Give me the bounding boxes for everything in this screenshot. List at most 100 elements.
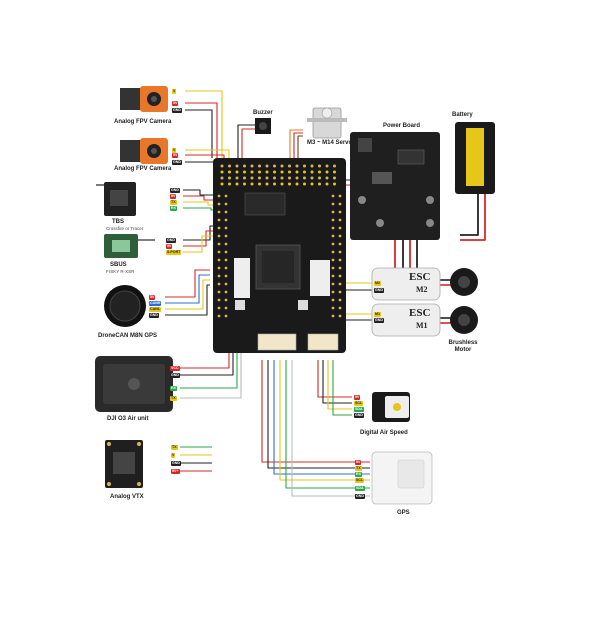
pin-tag-gps_uart-scl: SCL xyxy=(355,478,365,483)
fc-pad xyxy=(338,242,342,246)
fc-pad xyxy=(338,298,342,302)
fc-pad xyxy=(217,298,221,302)
esc-top-motor: M2 xyxy=(416,285,428,294)
tbs-receiver xyxy=(96,182,136,216)
label-buzzer: Buzzer xyxy=(253,110,273,116)
label-analog-fpv-camera-2: Analog FPV Camera xyxy=(114,166,172,172)
fc-pad xyxy=(217,210,221,214)
analog-vtx xyxy=(105,440,143,488)
fc-pad xyxy=(273,170,276,174)
esc-top xyxy=(371,267,441,301)
pin-tag-gps_can-canl: CANL xyxy=(149,307,161,312)
fc-pad xyxy=(310,176,314,180)
fc-pad xyxy=(338,290,342,294)
buzzer xyxy=(255,118,271,134)
fc-pad xyxy=(338,250,342,254)
pin-tag-airspeed-gnd: GND xyxy=(354,413,364,418)
fc-pad xyxy=(288,170,291,174)
fc-pad xyxy=(331,242,335,246)
fc-pad xyxy=(325,170,329,174)
fc-pad xyxy=(303,170,306,174)
dronecan-gps xyxy=(104,285,146,327)
fc-pad xyxy=(250,164,254,168)
pin-tag-airspeed-scl: SCL xyxy=(354,401,364,406)
fc-pad xyxy=(338,218,342,222)
fc-pad xyxy=(288,164,291,168)
fc-pad xyxy=(288,176,291,180)
fc-pad xyxy=(224,210,228,214)
fc-pad xyxy=(331,202,335,206)
pin-tag-gps_uart-gnd: GND xyxy=(355,494,365,499)
fc-pad xyxy=(217,234,221,238)
label-dronecan-gps: DroneCAN M8N GPS xyxy=(98,333,158,339)
esc-top-title: ESC xyxy=(409,271,431,283)
pin-tag-esc-m2: M2 xyxy=(374,281,381,286)
fc-pad xyxy=(325,164,329,168)
gps-module xyxy=(371,451,433,505)
pin-tag-gps_can-gnd: GND xyxy=(149,313,159,318)
pin-tag-cam1-gnd: GND xyxy=(172,108,182,113)
fc-pad xyxy=(338,226,342,230)
fc-pad xyxy=(273,182,276,186)
fc-pad xyxy=(217,306,221,310)
fc-pad xyxy=(331,194,335,198)
fc-pad xyxy=(280,176,284,180)
fc-pad xyxy=(338,306,342,310)
pin-tag-cam2-v: V xyxy=(172,148,177,153)
pin-tag-gps_uart-sda: SDA xyxy=(355,486,365,491)
fc-pad xyxy=(331,266,335,270)
pin-tag-gps_uart-5v: 5V xyxy=(355,460,362,465)
label-digital-airspeed: Digital Air Speed xyxy=(360,430,408,436)
pin-tag-gps_can-5v: 5V xyxy=(149,295,156,300)
fc-pad xyxy=(228,170,231,174)
fc-pad xyxy=(338,194,342,198)
pin-tag-tbs-gnd: GND xyxy=(170,188,180,193)
fc-pad xyxy=(331,218,335,222)
fc-pad xyxy=(217,314,221,318)
fc-pad xyxy=(338,210,342,214)
fc-pad xyxy=(250,182,254,186)
fc-pad xyxy=(258,170,261,174)
fc-pad xyxy=(303,182,306,186)
fc-pad xyxy=(333,170,336,174)
pin-tag-cam1-5v: 5V xyxy=(172,101,179,106)
fc-pad xyxy=(250,176,254,180)
pin-tag-gps_can-canh: CANH xyxy=(149,301,162,306)
fc-pad xyxy=(273,176,276,180)
fc-pad xyxy=(235,176,239,180)
fc-pad xyxy=(217,282,221,286)
fc-pad xyxy=(280,164,284,168)
fc-pad xyxy=(224,234,228,238)
pin-tag-airspeed-5v: 5V xyxy=(354,395,361,400)
brushless-motor-m2 xyxy=(450,268,478,296)
fc-pad xyxy=(318,176,321,180)
label-analog-fpv-camera-1: Analog FPV Camera xyxy=(114,119,172,125)
esc-bottom-motor: M1 xyxy=(416,321,428,330)
fc-pad xyxy=(217,250,221,254)
fc-pad xyxy=(224,274,228,278)
power-board xyxy=(350,132,440,240)
fc-pad xyxy=(310,170,314,174)
fc-pad xyxy=(243,182,246,186)
fc-pad xyxy=(224,202,228,206)
fc-pad xyxy=(224,258,228,262)
fc-pad xyxy=(224,266,228,270)
fc-pad xyxy=(220,170,224,174)
fc-pad xyxy=(224,242,228,246)
fc-pad xyxy=(217,258,221,262)
fc-pad xyxy=(217,218,221,222)
label-battery: Battery xyxy=(452,112,473,118)
fc-pad xyxy=(288,182,291,186)
fc-pad xyxy=(331,314,335,318)
pin-tag-esc-gnd: GND xyxy=(374,288,384,293)
fc-pad xyxy=(331,226,335,230)
fc-pad xyxy=(235,170,239,174)
fc-pad xyxy=(331,234,335,238)
fc-pad xyxy=(331,306,335,310)
fc-pad xyxy=(310,182,314,186)
fc-pad xyxy=(258,164,261,168)
label-tbs-sub: Crossfire or Tracer xyxy=(106,226,144,231)
fc-pad xyxy=(303,164,306,168)
fc-pad xyxy=(235,182,239,186)
